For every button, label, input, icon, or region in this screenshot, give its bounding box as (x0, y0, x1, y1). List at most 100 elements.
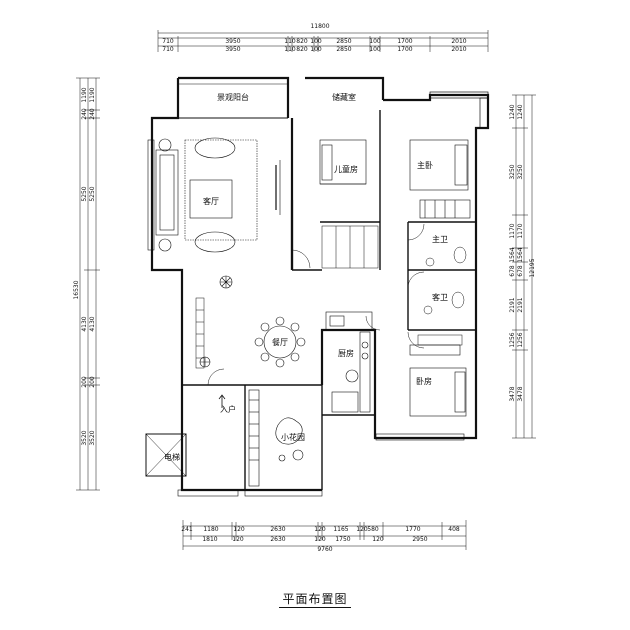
master-bedroom (409, 139, 471, 219)
svg-text:710: 710 (162, 46, 174, 53)
svg-text:1750: 1750 (335, 536, 350, 543)
svg-text:2950: 2950 (412, 536, 427, 543)
plant-icon (199, 275, 233, 368)
svg-text:2010: 2010 (451, 46, 466, 53)
child-bedroom (319, 139, 367, 185)
svg-text:3250: 3250 (517, 164, 524, 179)
drawing-caption: 平面布置图 (0, 590, 630, 608)
kitchen-label: 厨房 (338, 348, 354, 358)
right-overall-dim: 12195 (529, 258, 536, 277)
balcony-top-right (429, 91, 489, 129)
bedroom-2-label: 卧房 (416, 376, 432, 386)
door-swings (207, 223, 425, 386)
svg-text:2191: 2191 (509, 297, 516, 312)
dining-table (254, 316, 306, 368)
svg-text:100: 100 (369, 38, 381, 45)
svg-text:1190: 1190 (89, 87, 96, 102)
svg-text:1770: 1770 (405, 526, 420, 533)
svg-text:1170: 1170 (517, 223, 524, 238)
bottom-dimension-chain (182, 520, 467, 550)
svg-text:1256: 1256 (517, 332, 524, 347)
svg-text:120: 120 (372, 536, 384, 543)
svg-text:1165: 1165 (333, 526, 348, 533)
svg-text:120: 120 (233, 526, 245, 533)
top-overall-dim: 11800 (310, 23, 329, 30)
svg-text:100: 100 (310, 38, 322, 45)
svg-text:120: 120 (314, 526, 326, 533)
svg-text:1700: 1700 (397, 46, 412, 53)
svg-text:5250: 5250 (81, 186, 88, 201)
guest-bath-label: 客卫 (432, 292, 448, 302)
svg-text:820: 820 (296, 46, 308, 53)
svg-text:3478: 3478 (517, 386, 524, 401)
side-cabinet (195, 297, 205, 369)
right-dim-row2: 1240 3250 1170 1564 678 2191 1256 3478 (517, 104, 524, 401)
bedroom-2 (409, 344, 467, 417)
svg-text:5250: 5250 (89, 186, 96, 201)
kitchen (325, 311, 373, 413)
left-dim-row2: 1190 240 5250 4130 200 3520 (89, 87, 96, 445)
svg-text:2850: 2850 (336, 46, 351, 53)
svg-text:2010: 2010 (451, 38, 466, 45)
entrance-label: 入户 (220, 404, 236, 414)
left-dim-row1: 1190 240 5250 4130 200 3520 (81, 87, 88, 445)
storage-label: 储藏室 (332, 92, 356, 102)
svg-text:4130: 4130 (81, 316, 88, 331)
svg-text:1240: 1240 (509, 104, 516, 119)
child-bedroom-label: 儿童房 (334, 164, 358, 174)
svg-text:200: 200 (89, 376, 96, 388)
svg-text:1700: 1700 (397, 38, 412, 45)
svg-text:2630: 2630 (270, 526, 285, 533)
svg-text:120: 120 (314, 536, 326, 543)
svg-text:2191: 2191 (517, 297, 524, 312)
master-bedroom-label: 主卧 (417, 160, 433, 170)
main-bath-label: 主卫 (432, 234, 448, 244)
wardrobe-block (321, 225, 379, 269)
svg-text:1256: 1256 (509, 332, 516, 347)
svg-text:100: 100 (369, 46, 381, 53)
svg-text:1810: 1810 (202, 536, 217, 543)
elevator-label: 电梯 (164, 452, 180, 462)
svg-text:678: 678 (509, 265, 516, 277)
svg-text:120: 120 (356, 526, 368, 533)
windows (147, 139, 465, 497)
elevator-shaft (145, 433, 187, 477)
left-overall-dim: 16530 (73, 280, 80, 299)
svg-text:110: 110 (284, 46, 296, 53)
svg-text:3950: 3950 (225, 38, 240, 45)
svg-text:3250: 3250 (509, 164, 516, 179)
garden-label: 小花园 (281, 432, 305, 442)
bottom-dim-row2: 1810 120 2630 120 1750 120 2950 (202, 536, 427, 543)
svg-text:200: 200 (81, 376, 88, 388)
svg-text:240: 240 (81, 108, 88, 120)
top-dim-row1: 710 3950 110 820 100 2850 100 1700 2010 (162, 38, 467, 45)
svg-text:120: 120 (232, 536, 244, 543)
svg-text:2630: 2630 (270, 536, 285, 543)
svg-text:710: 710 (162, 38, 174, 45)
svg-text:1170: 1170 (509, 223, 516, 238)
svg-text:1564: 1564 (517, 247, 524, 262)
top-balcony-label: 景观阳台 (217, 92, 249, 102)
right-dim-row1: 1240 3250 1170 1564 678 2191 1256 3478 (509, 104, 516, 401)
svg-text:3950: 3950 (225, 46, 240, 53)
svg-text:3478: 3478 (509, 386, 516, 401)
svg-text:820: 820 (296, 38, 308, 45)
svg-text:240: 240 (89, 108, 96, 120)
svg-text:580: 580 (367, 526, 379, 533)
garden (248, 389, 304, 487)
drawing-caption-text: 平面布置图 (279, 592, 351, 608)
top-dim-row2: 710 3950 110 820 100 2850 100 1700 2010 (162, 46, 467, 53)
svg-text:408: 408 (448, 526, 460, 533)
svg-text:1180: 1180 (203, 526, 218, 533)
svg-text:678: 678 (517, 265, 524, 277)
right-dimension-chain (512, 94, 536, 439)
svg-text:4130: 4130 (89, 316, 96, 331)
svg-text:1240: 1240 (517, 104, 524, 119)
svg-text:3520: 3520 (89, 430, 96, 445)
living-room-label: 客厅 (203, 196, 219, 206)
entrance-arrow-icon (218, 394, 226, 408)
svg-text:2850: 2850 (336, 38, 351, 45)
bottom-overall-dim: 9760 (317, 546, 332, 553)
dining-label: 餐厅 (272, 338, 288, 347)
svg-text:110: 110 (284, 38, 296, 45)
